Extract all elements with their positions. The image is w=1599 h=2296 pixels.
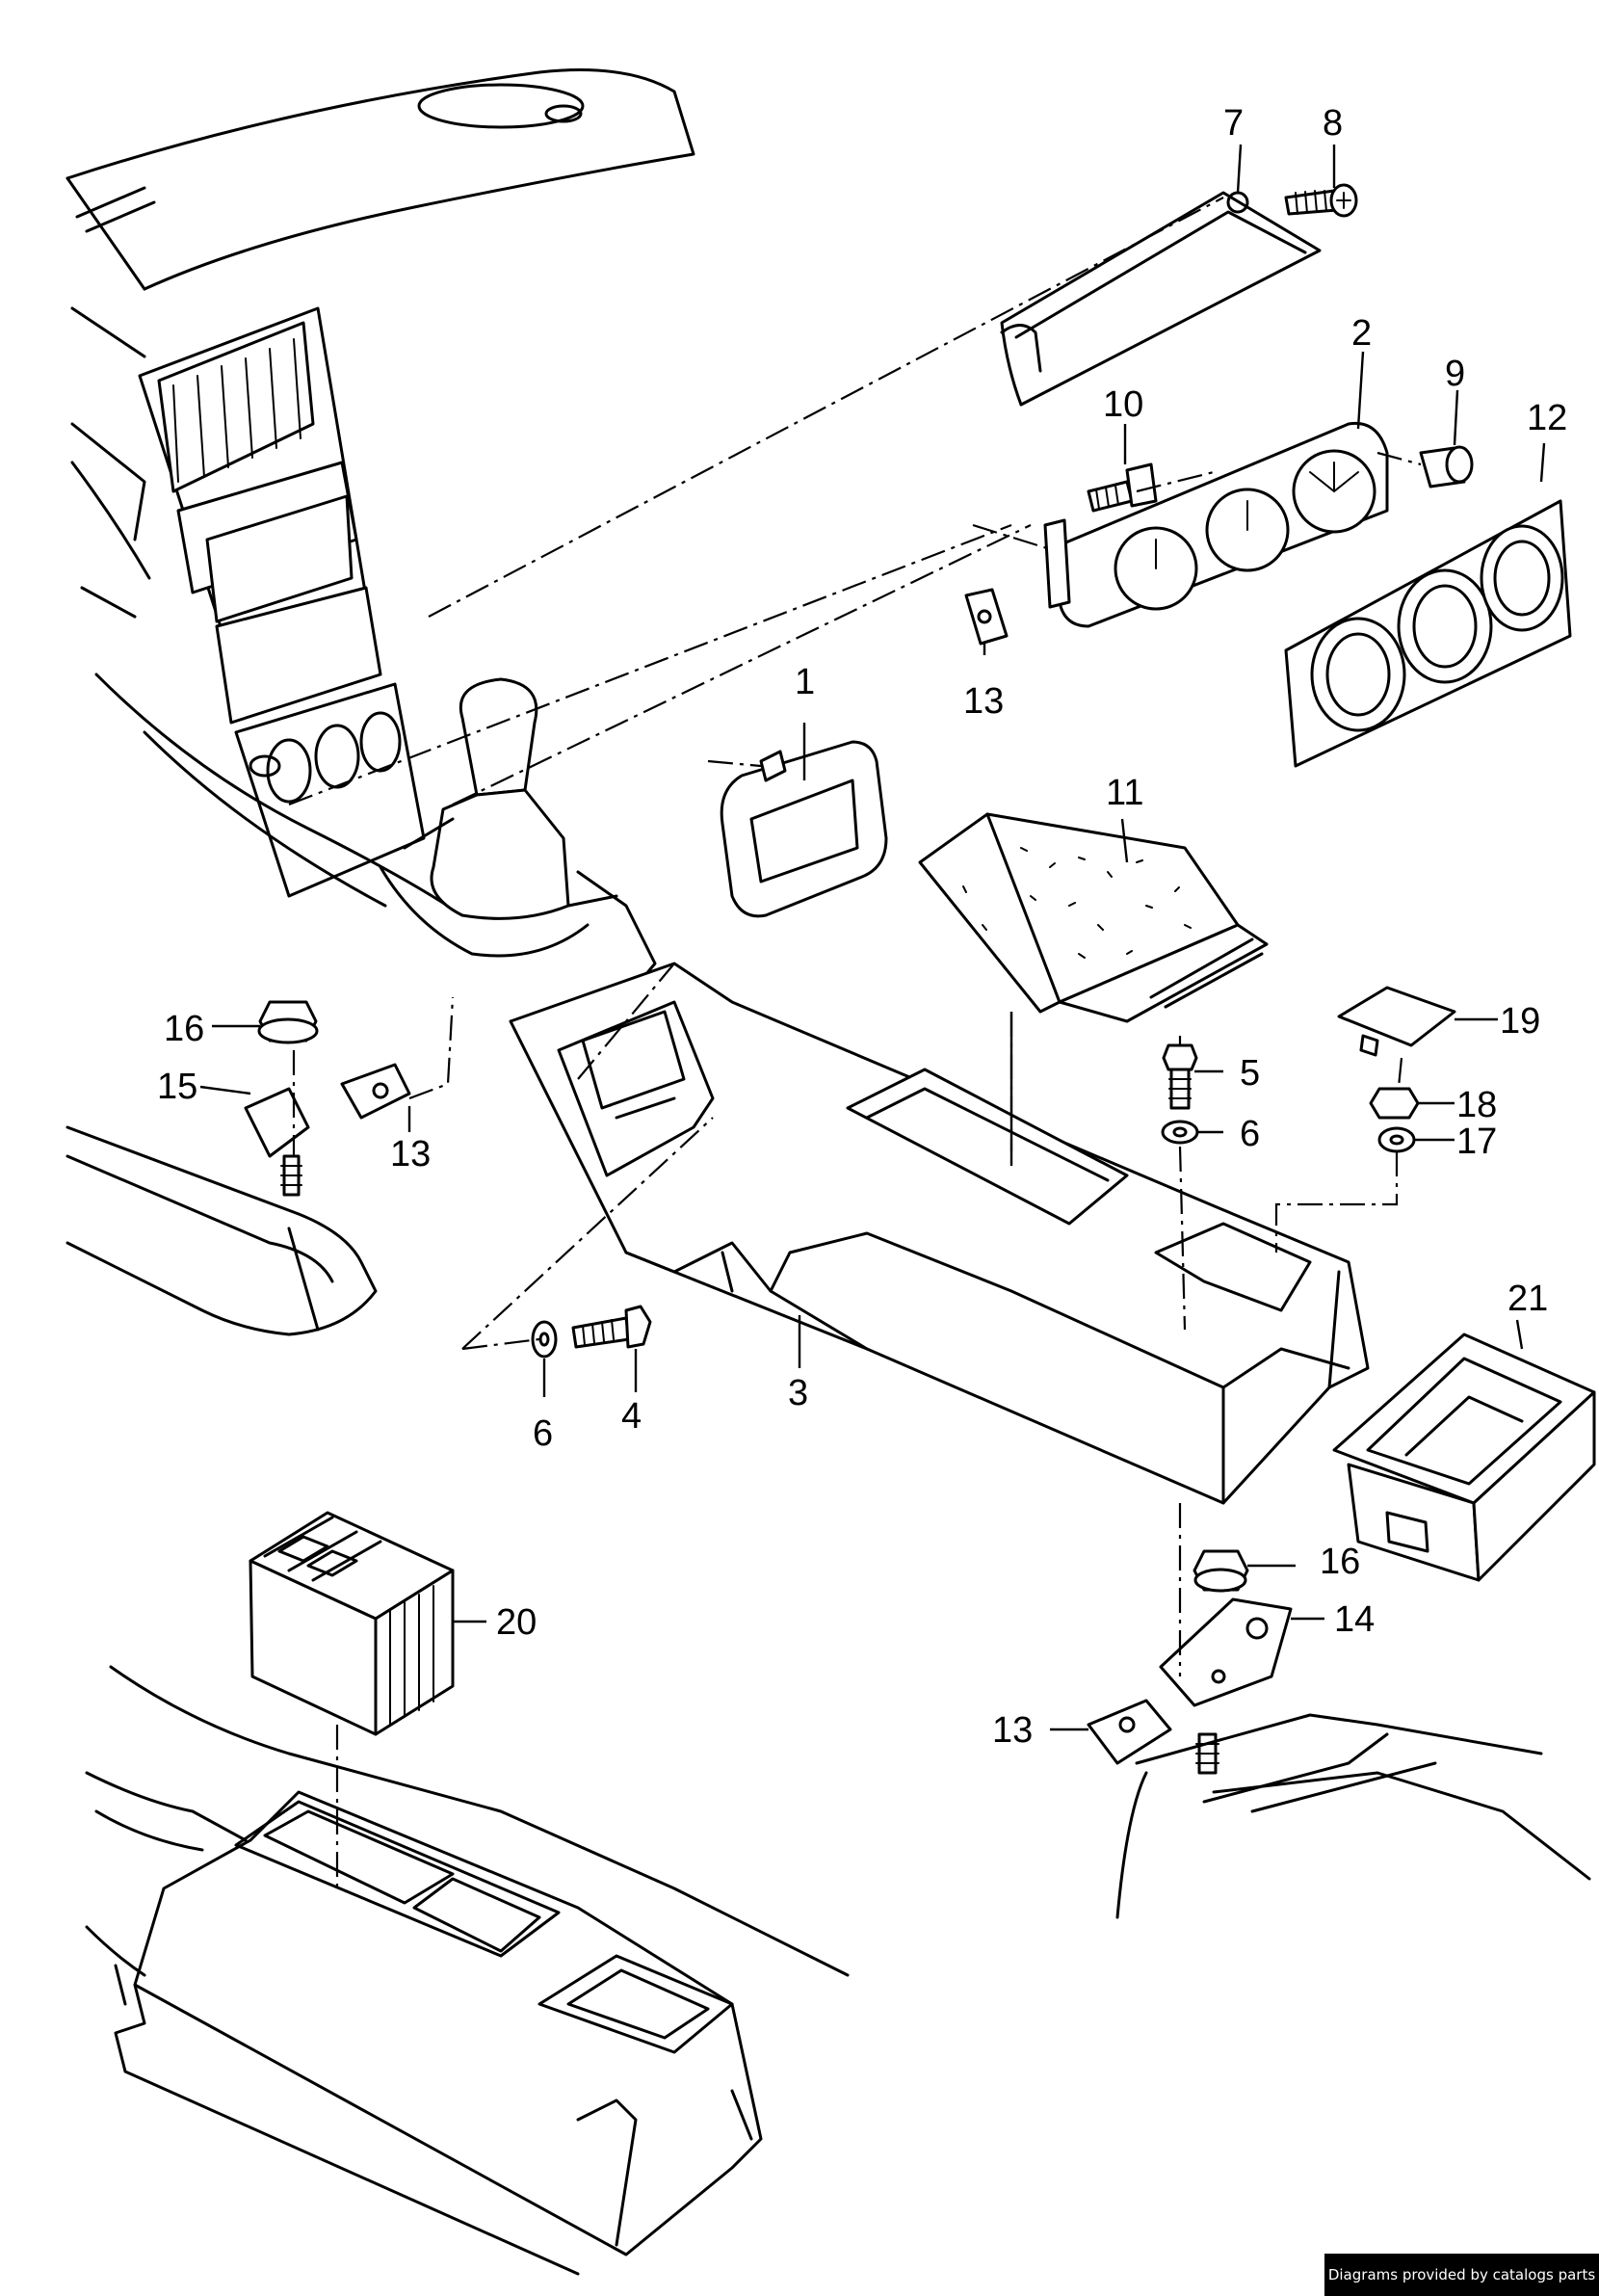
cap-19: [1337, 986, 1456, 1057]
gauge-housing-2: [1043, 421, 1389, 628]
dashboard-illustration: [66, 68, 695, 1023]
callout-10: 10: [1103, 384, 1143, 425]
trim-panel-12: [1284, 499, 1572, 768]
callout-8: 8: [1323, 103, 1343, 144]
washer-6-left: [531, 1320, 558, 1359]
callout-9: 9: [1445, 354, 1465, 394]
bulb-9: [1419, 445, 1474, 488]
bracket-14: [1159, 1597, 1293, 1707]
callout-13-top: 13: [963, 681, 1004, 722]
callout-2: 2: [1351, 313, 1372, 354]
nut-18: [1369, 1087, 1420, 1120]
callout-11: 11: [1106, 773, 1143, 813]
callout-15: 15: [157, 1067, 197, 1107]
callout-16-left: 16: [164, 1009, 204, 1049]
storage-box-21: [1332, 1333, 1596, 1582]
callout-1: 1: [795, 662, 815, 702]
clip-13-top: [964, 588, 1009, 646]
clip-15-left: [244, 1087, 310, 1158]
center-console-3: [509, 962, 1370, 1505]
callout-17: 17: [1456, 1122, 1497, 1162]
callout-4: 4: [621, 1396, 642, 1437]
leader-lines: [199, 144, 1546, 1731]
bulb-holder-10: [1087, 462, 1158, 513]
callout-7: 7: [1223, 103, 1244, 144]
callout-labels: 7 8 2 9 12 10 13 1 11 16 15 13 19 5 6 18…: [157, 103, 1567, 1751]
right-mount-bracket-group: [1087, 1503, 1591, 1919]
callout-5: 5: [1240, 1053, 1260, 1094]
callout-14: 14: [1334, 1599, 1375, 1640]
washer-6-right: [1161, 1120, 1199, 1145]
callout-6-right: 6: [1240, 1114, 1260, 1154]
ashtray-1: [720, 740, 888, 918]
callout-3: 3: [788, 1373, 808, 1413]
callout-13-left: 13: [390, 1134, 431, 1174]
washer-17: [1377, 1126, 1416, 1153]
lower-console-illustration: [85, 1665, 850, 2276]
battery-20: [249, 1511, 455, 1736]
callout-18: 18: [1456, 1085, 1497, 1125]
screw-8: [1284, 183, 1358, 218]
callout-12: 12: [1527, 398, 1567, 438]
callout-20: 20: [496, 1602, 537, 1643]
callout-16-right: 16: [1320, 1542, 1360, 1582]
callout-21: 21: [1507, 1279, 1548, 1319]
storage-tray-11: [918, 812, 1269, 1023]
left-mount-bracket-group: [66, 996, 455, 1336]
callout-6-left: 6: [533, 1413, 553, 1454]
bracket-rail-7: [1000, 191, 1322, 407]
callout-19: 19: [1500, 1001, 1540, 1042]
callout-13-right: 13: [992, 1710, 1033, 1751]
bolt-4: [571, 1305, 652, 1349]
credit-banner: Diagrams provided by catalogs parts: [1324, 2254, 1599, 2296]
bolt-5: [1162, 1043, 1198, 1110]
clip-13-left: [340, 1063, 411, 1120]
